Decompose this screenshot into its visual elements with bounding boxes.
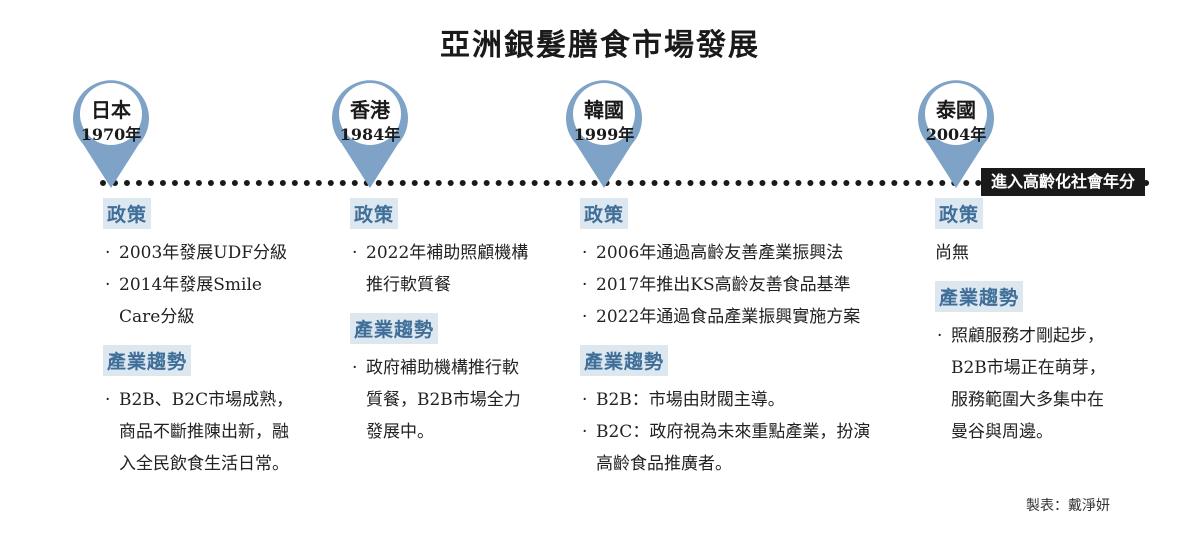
pin-country-label: 泰國 bbox=[936, 98, 976, 122]
list-item: 照顧服務才剛起步，B2B市場正在萌芽，服務範圍大多集中在曼谷與周邊。 bbox=[935, 320, 1115, 448]
policy-list: 2022年補助照顧機構推行軟質餐 bbox=[350, 237, 535, 301]
pin-country-label: 日本 bbox=[91, 98, 131, 122]
list-item: B2B：市場由財閥主導。 bbox=[580, 384, 885, 416]
pin-year-label: 2004年 bbox=[925, 125, 987, 144]
section-label-trend: 產業趨勢 bbox=[580, 345, 669, 376]
section-label-policy: 政策 bbox=[935, 198, 984, 229]
section-label-trend: 產業趨勢 bbox=[935, 281, 1024, 312]
column-japan: 政策 2003年發展UDF分級 2014年發展Smile Care分級 產業趨勢… bbox=[103, 198, 303, 492]
section-label-policy: 政策 bbox=[580, 198, 629, 229]
column-korea: 政策 2006年通過高齡友善產業振興法 2017年推出KS高齡友善食品基準 20… bbox=[580, 198, 885, 492]
list-item: 政府補助機構推行軟質餐，B2B市場全力發展中。 bbox=[350, 352, 535, 448]
policy-list: 2003年發展UDF分級 2014年發展Smile Care分級 bbox=[103, 237, 303, 333]
trend-list: B2B、B2C市場成熟，商品不斷推陳出新，融入全民飲食生活日常。 bbox=[103, 384, 303, 480]
section-label-policy: 政策 bbox=[350, 198, 399, 229]
policy-text: 尚無 bbox=[935, 243, 969, 263]
list-item: B2C：政府視為未來重點產業，扮演高齡食品推廣者。 bbox=[580, 416, 885, 480]
pin-thailand: 泰國 2004年 bbox=[908, 66, 1004, 190]
trend-list: 政府補助機構推行軟質餐，B2B市場全力發展中。 bbox=[350, 352, 535, 448]
trend-list: 照顧服務才剛起步，B2B市場正在萌芽，服務範圍大多集中在曼谷與周邊。 bbox=[935, 320, 1115, 448]
list-item: 2006年通過高齡友善產業振興法 bbox=[580, 237, 885, 269]
policy-list: 2006年通過高齡友善產業振興法 2017年推出KS高齡友善食品基準 2022年… bbox=[580, 237, 885, 333]
column-thailand: 政策 尚無 產業趨勢 照顧服務才剛起步，B2B市場正在萌芽，服務範圍大多集中在曼… bbox=[935, 198, 1115, 460]
section-label-policy: 政策 bbox=[103, 198, 152, 229]
pin-country-label: 韓國 bbox=[584, 98, 624, 122]
section-label-trend: 產業趨勢 bbox=[350, 313, 439, 344]
list-item: B2B、B2C市場成熟，商品不斷推陳出新，融入全民飲食生活日常。 bbox=[103, 384, 303, 480]
credit-text: 製表：戴淨妍 bbox=[1026, 498, 1110, 514]
timeline-dotted-line bbox=[100, 180, 1150, 186]
map-pin-icon bbox=[566, 80, 642, 188]
list-item: 2022年補助照顧機構推行軟質餐 bbox=[350, 237, 535, 301]
list-item: 2017年推出KS高齡友善食品基準 bbox=[580, 269, 885, 301]
map-pin-icon bbox=[918, 80, 994, 188]
map-pin-icon bbox=[332, 80, 408, 188]
trend-list: B2B：市場由財閥主導。 B2C：政府視為未來重點產業，扮演高齡食品推廣者。 bbox=[580, 384, 885, 480]
column-hongkong: 政策 2022年補助照顧機構推行軟質餐 產業趨勢 政府補助機構推行軟質餐，B2B… bbox=[350, 198, 535, 460]
pin-hongkong: 香港 1984年 bbox=[322, 66, 418, 190]
pin-year-label: 1970年 bbox=[80, 125, 142, 144]
pin-korea: 韓國 1999年 bbox=[556, 66, 652, 190]
page-title: 亞洲銀髮膳食市場發展 bbox=[440, 28, 760, 63]
timeline-legend-tag: 進入高齡化社會年分 bbox=[981, 168, 1146, 196]
list-item: 2014年發展Smile Care分級 bbox=[103, 269, 303, 333]
section-label-trend: 產業趨勢 bbox=[103, 345, 192, 376]
pin-year-label: 1984年 bbox=[339, 125, 401, 144]
pin-japan: 日本 1970年 bbox=[63, 66, 159, 190]
map-pin-icon bbox=[73, 80, 149, 188]
pin-year-label: 1999年 bbox=[573, 125, 635, 144]
list-item: 2003年發展UDF分級 bbox=[103, 237, 303, 269]
list-item: 2022年通過食品產業振興實施方案 bbox=[580, 301, 885, 333]
pin-country-label: 香港 bbox=[350, 98, 390, 122]
